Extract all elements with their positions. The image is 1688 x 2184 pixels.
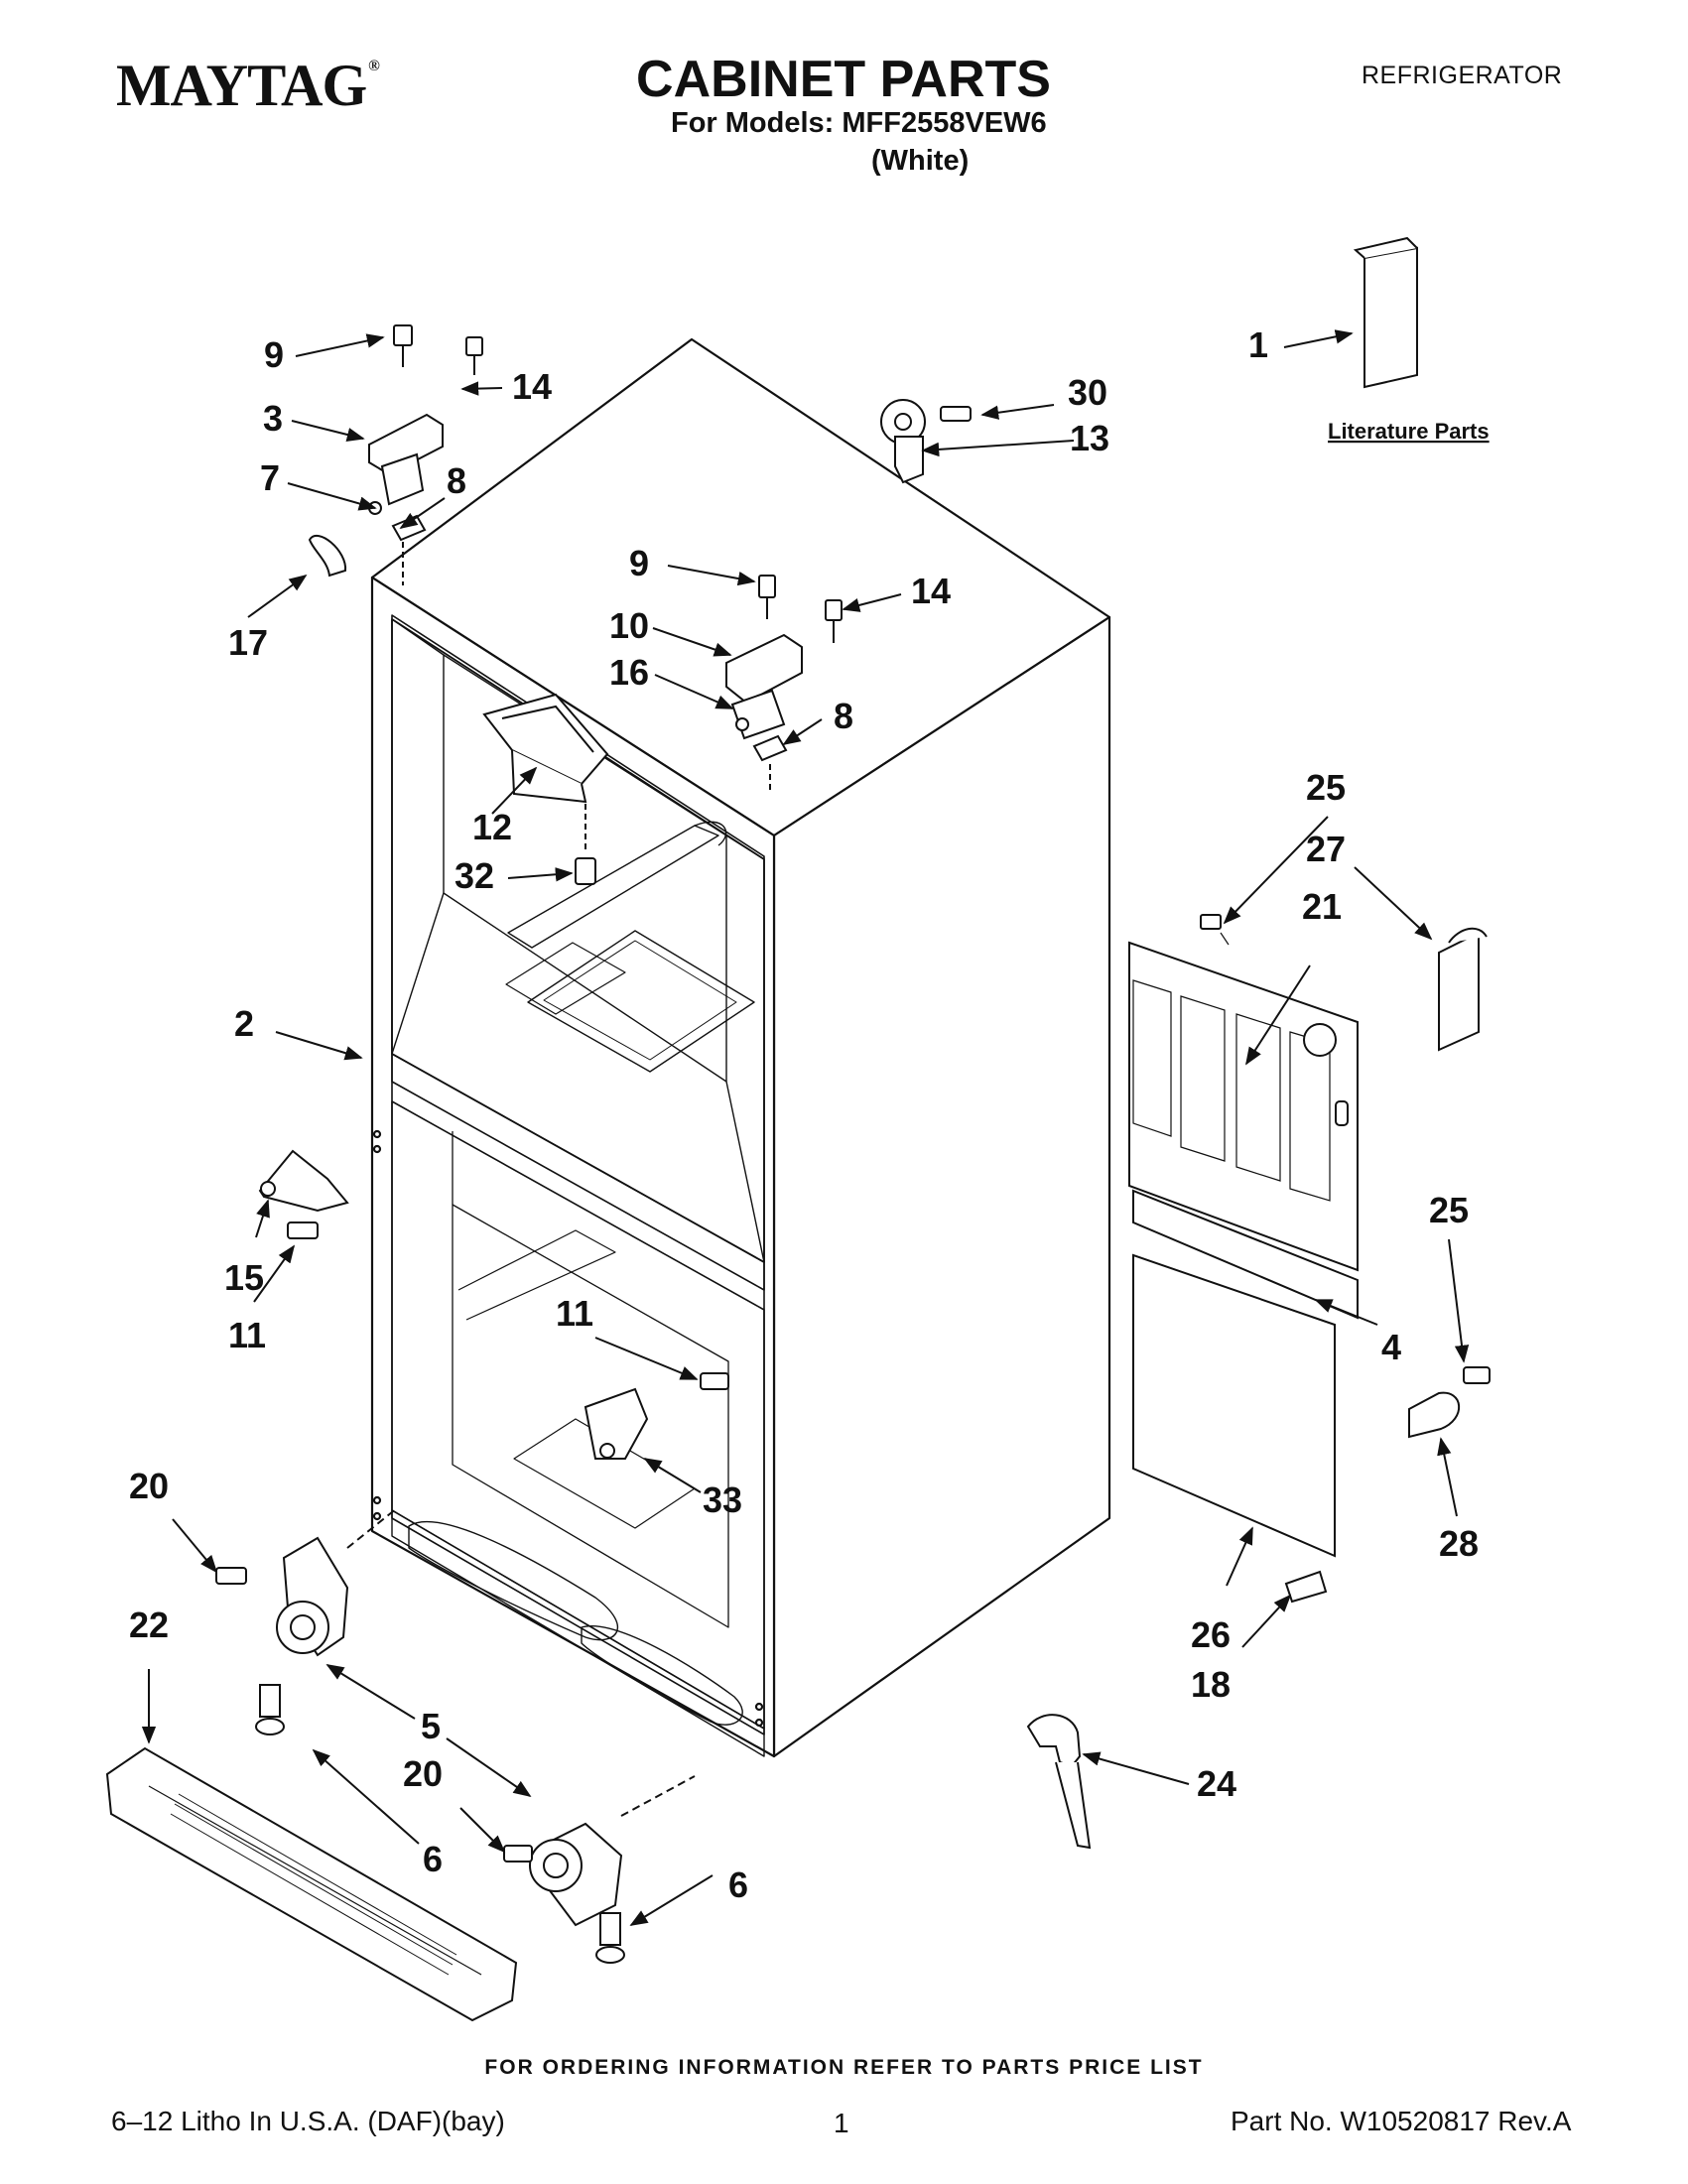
hinge-screw-icon: [825, 599, 843, 621]
ordering-note: FOR ORDERING INFORMATION REFER TO PARTS …: [484, 2056, 1204, 2079]
literature-parts-label: Literature Parts: [1328, 419, 1490, 444]
base-grille: [105, 1746, 518, 2022]
callout-11-center: 11: [556, 1293, 593, 1334]
callout-25: 25: [1306, 767, 1346, 808]
screw-icon: [1463, 1366, 1491, 1384]
callout-16: 16: [609, 652, 649, 693]
hinge-bracket-icon: [380, 452, 425, 506]
hinge-cover-icon: [368, 413, 444, 476]
callout-21: 21: [1302, 886, 1342, 927]
callout-32: 32: [454, 855, 494, 896]
callout-18: 18: [1191, 1664, 1231, 1705]
callout-6: 6: [423, 1839, 443, 1879]
callout-20-lower: 20: [403, 1753, 443, 1794]
callout-7: 7: [260, 457, 280, 498]
callout-17: 17: [228, 622, 268, 663]
callout-26: 26: [1191, 1614, 1231, 1655]
callout-33: 33: [703, 1479, 742, 1520]
callout-25-lower: 25: [1429, 1190, 1469, 1230]
roller-assemblies: [215, 1507, 696, 1964]
appliance-category: REFRIGERATOR: [1362, 62, 1563, 89]
model-variant: (White): [871, 145, 970, 177]
callout-3: 3: [263, 398, 283, 439]
hinge-pin-icon: [735, 717, 749, 731]
model-line: For Models: MFF2558VEW6: [671, 107, 1047, 139]
callout-1: 1: [1248, 324, 1268, 365]
screw-icon: [503, 1845, 533, 1863]
hinge-shim-icon: [391, 514, 427, 542]
callout-14: 14: [512, 366, 552, 407]
hinge-screw-icon: [393, 324, 413, 346]
callout-28: 28: [1439, 1523, 1479, 1564]
callout-6-right: 6: [728, 1864, 748, 1905]
screw-icon: [1200, 914, 1222, 930]
print-info: 6–12 Litho In U.S.A. (DAF)(bay): [111, 2106, 505, 2136]
literature-parts-booklet: [1353, 236, 1418, 389]
callout-27: 27: [1306, 829, 1346, 869]
callout-2: 2: [234, 1003, 254, 1044]
hinge-shim-icon: [752, 734, 788, 762]
screw-icon: [940, 406, 972, 422]
callout-22: 22: [129, 1605, 169, 1645]
registered-mark: ®: [368, 58, 380, 74]
rear-access-panels: [1128, 914, 1359, 1558]
hinge-cover-icon: [725, 633, 803, 705]
wrench-tool: [1026, 1714, 1092, 1850]
hinge-screw-icon: [758, 575, 776, 598]
cabinet-shell: [370, 337, 1111, 1758]
page-number: 1: [834, 2108, 849, 2138]
callout-20: 20: [129, 1466, 169, 1506]
hinge-pin-icon: [368, 501, 382, 515]
callout-15: 15: [224, 1257, 264, 1298]
door-hinge-brackets: [258, 1149, 729, 1460]
callout-10: 10: [609, 605, 649, 646]
screw-icon: [287, 1221, 319, 1239]
brand-logo: MAYTAG®: [116, 52, 380, 120]
center-top-hinge-assembly: [725, 575, 843, 794]
callout-12: 12: [472, 807, 512, 847]
callout-9-center: 9: [629, 543, 649, 583]
screw-icon: [575, 857, 596, 885]
page-title: CABINET PARTS: [636, 51, 1051, 108]
small-clips: [1284, 927, 1491, 1604]
hinge-screw-icon: [465, 336, 483, 356]
callout-5: 5: [421, 1706, 441, 1746]
callout-leaders: [141, 329, 1470, 1926]
screw-icon: [215, 1567, 247, 1585]
hinge-cover-clip-icon: [308, 534, 347, 578]
part-number: Part No. W10520817 Rev.A: [1231, 2106, 1572, 2136]
callout-8-center: 8: [834, 696, 853, 736]
water-valve-bracket: [880, 399, 972, 484]
callout-9: 9: [264, 334, 284, 375]
callout-13: 13: [1070, 418, 1109, 458]
left-top-hinge-assembly: [308, 324, 483, 585]
callout-4: 4: [1381, 1327, 1401, 1367]
callout-30: 30: [1068, 372, 1107, 413]
brand-name: MAYTAG: [116, 53, 367, 118]
screw-icon: [700, 1372, 729, 1390]
water-filter-housing: [482, 693, 609, 885]
callout-14-center: 14: [911, 571, 951, 611]
callout-8: 8: [447, 460, 466, 501]
callout-11: 11: [228, 1315, 266, 1355]
callout-24: 24: [1197, 1763, 1236, 1804]
callout-labels: 1 2 3 4 5 6 6 7 8 8 9 9 10 11 11 12 13 1…: [129, 324, 1490, 1905]
